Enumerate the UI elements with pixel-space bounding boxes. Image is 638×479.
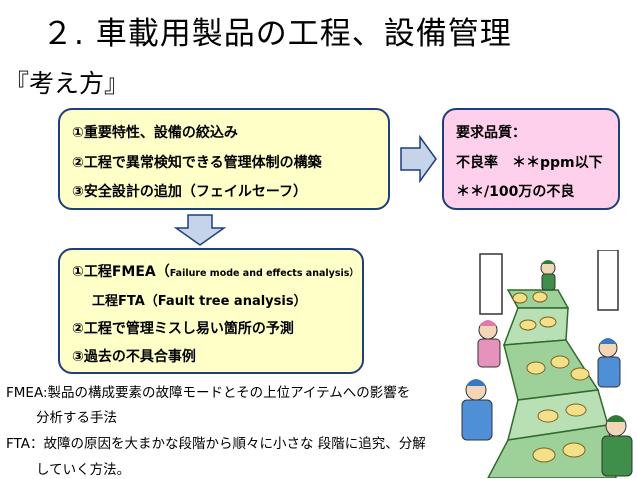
defect-rate-text: 不良率 ＊＊ppm以下 bbox=[456, 155, 603, 171]
approach-item-2: ②工程で異常検知できる管理体制の構築 bbox=[72, 155, 322, 171]
down-arrow-icon bbox=[174, 214, 226, 246]
approach-box: ①重要特性、設備の絞込み ②工程で異常検知できる管理体制の構築 ③安全設計の追加… bbox=[58, 108, 390, 210]
right-arrow-icon bbox=[400, 135, 437, 183]
required-quality-box: 要求品質： 不良率 ＊＊ppm以下 ＊＊/100万の不良 bbox=[442, 108, 620, 210]
method-prediction: ②工程で管理ミスし易い箇所の予測 bbox=[72, 321, 294, 337]
required-quality-label: 要求品質： bbox=[456, 125, 526, 141]
method-fmea: ①工程FMEA（Failure mode and effects analysi… bbox=[72, 261, 359, 281]
method-fta: 工程FTA（Fault tree analysis） bbox=[92, 294, 307, 309]
approach-item-1: ①重要特性、設備の絞込み bbox=[72, 125, 238, 141]
fmea-note-line2: 分析する手法 bbox=[36, 410, 117, 426]
method-fmea-main: ①工程FMEA（ bbox=[72, 264, 170, 280]
approach-item-3: ③安全設計の追加（フェイルセーフ） bbox=[72, 184, 308, 200]
method-fmea-full-name: Failure mode and effects analysis） bbox=[169, 268, 359, 279]
section-subtitle: 『考え方』 bbox=[4, 69, 130, 98]
method-past-defects: ③過去の不具合事例 bbox=[72, 349, 196, 365]
page-title: ２. 車載用製品の工程、設備管理 bbox=[42, 16, 512, 52]
fta-note-line2: していく方法。 bbox=[36, 462, 131, 478]
fmea-note-line1: FMEA:製品の構成要素の故障モードとその上位アイテムへの影響を bbox=[6, 385, 411, 401]
defect-per-million-text: ＊＊/100万の不良 bbox=[456, 184, 575, 200]
factory-workers-illustration bbox=[461, 250, 633, 478]
fta-note-line1: FTA：故障の原因を大まかな段階から順々に小さな 段階に追究、分解 bbox=[6, 436, 426, 452]
methods-box: ①工程FMEA（Failure mode and effects analysi… bbox=[58, 248, 364, 374]
